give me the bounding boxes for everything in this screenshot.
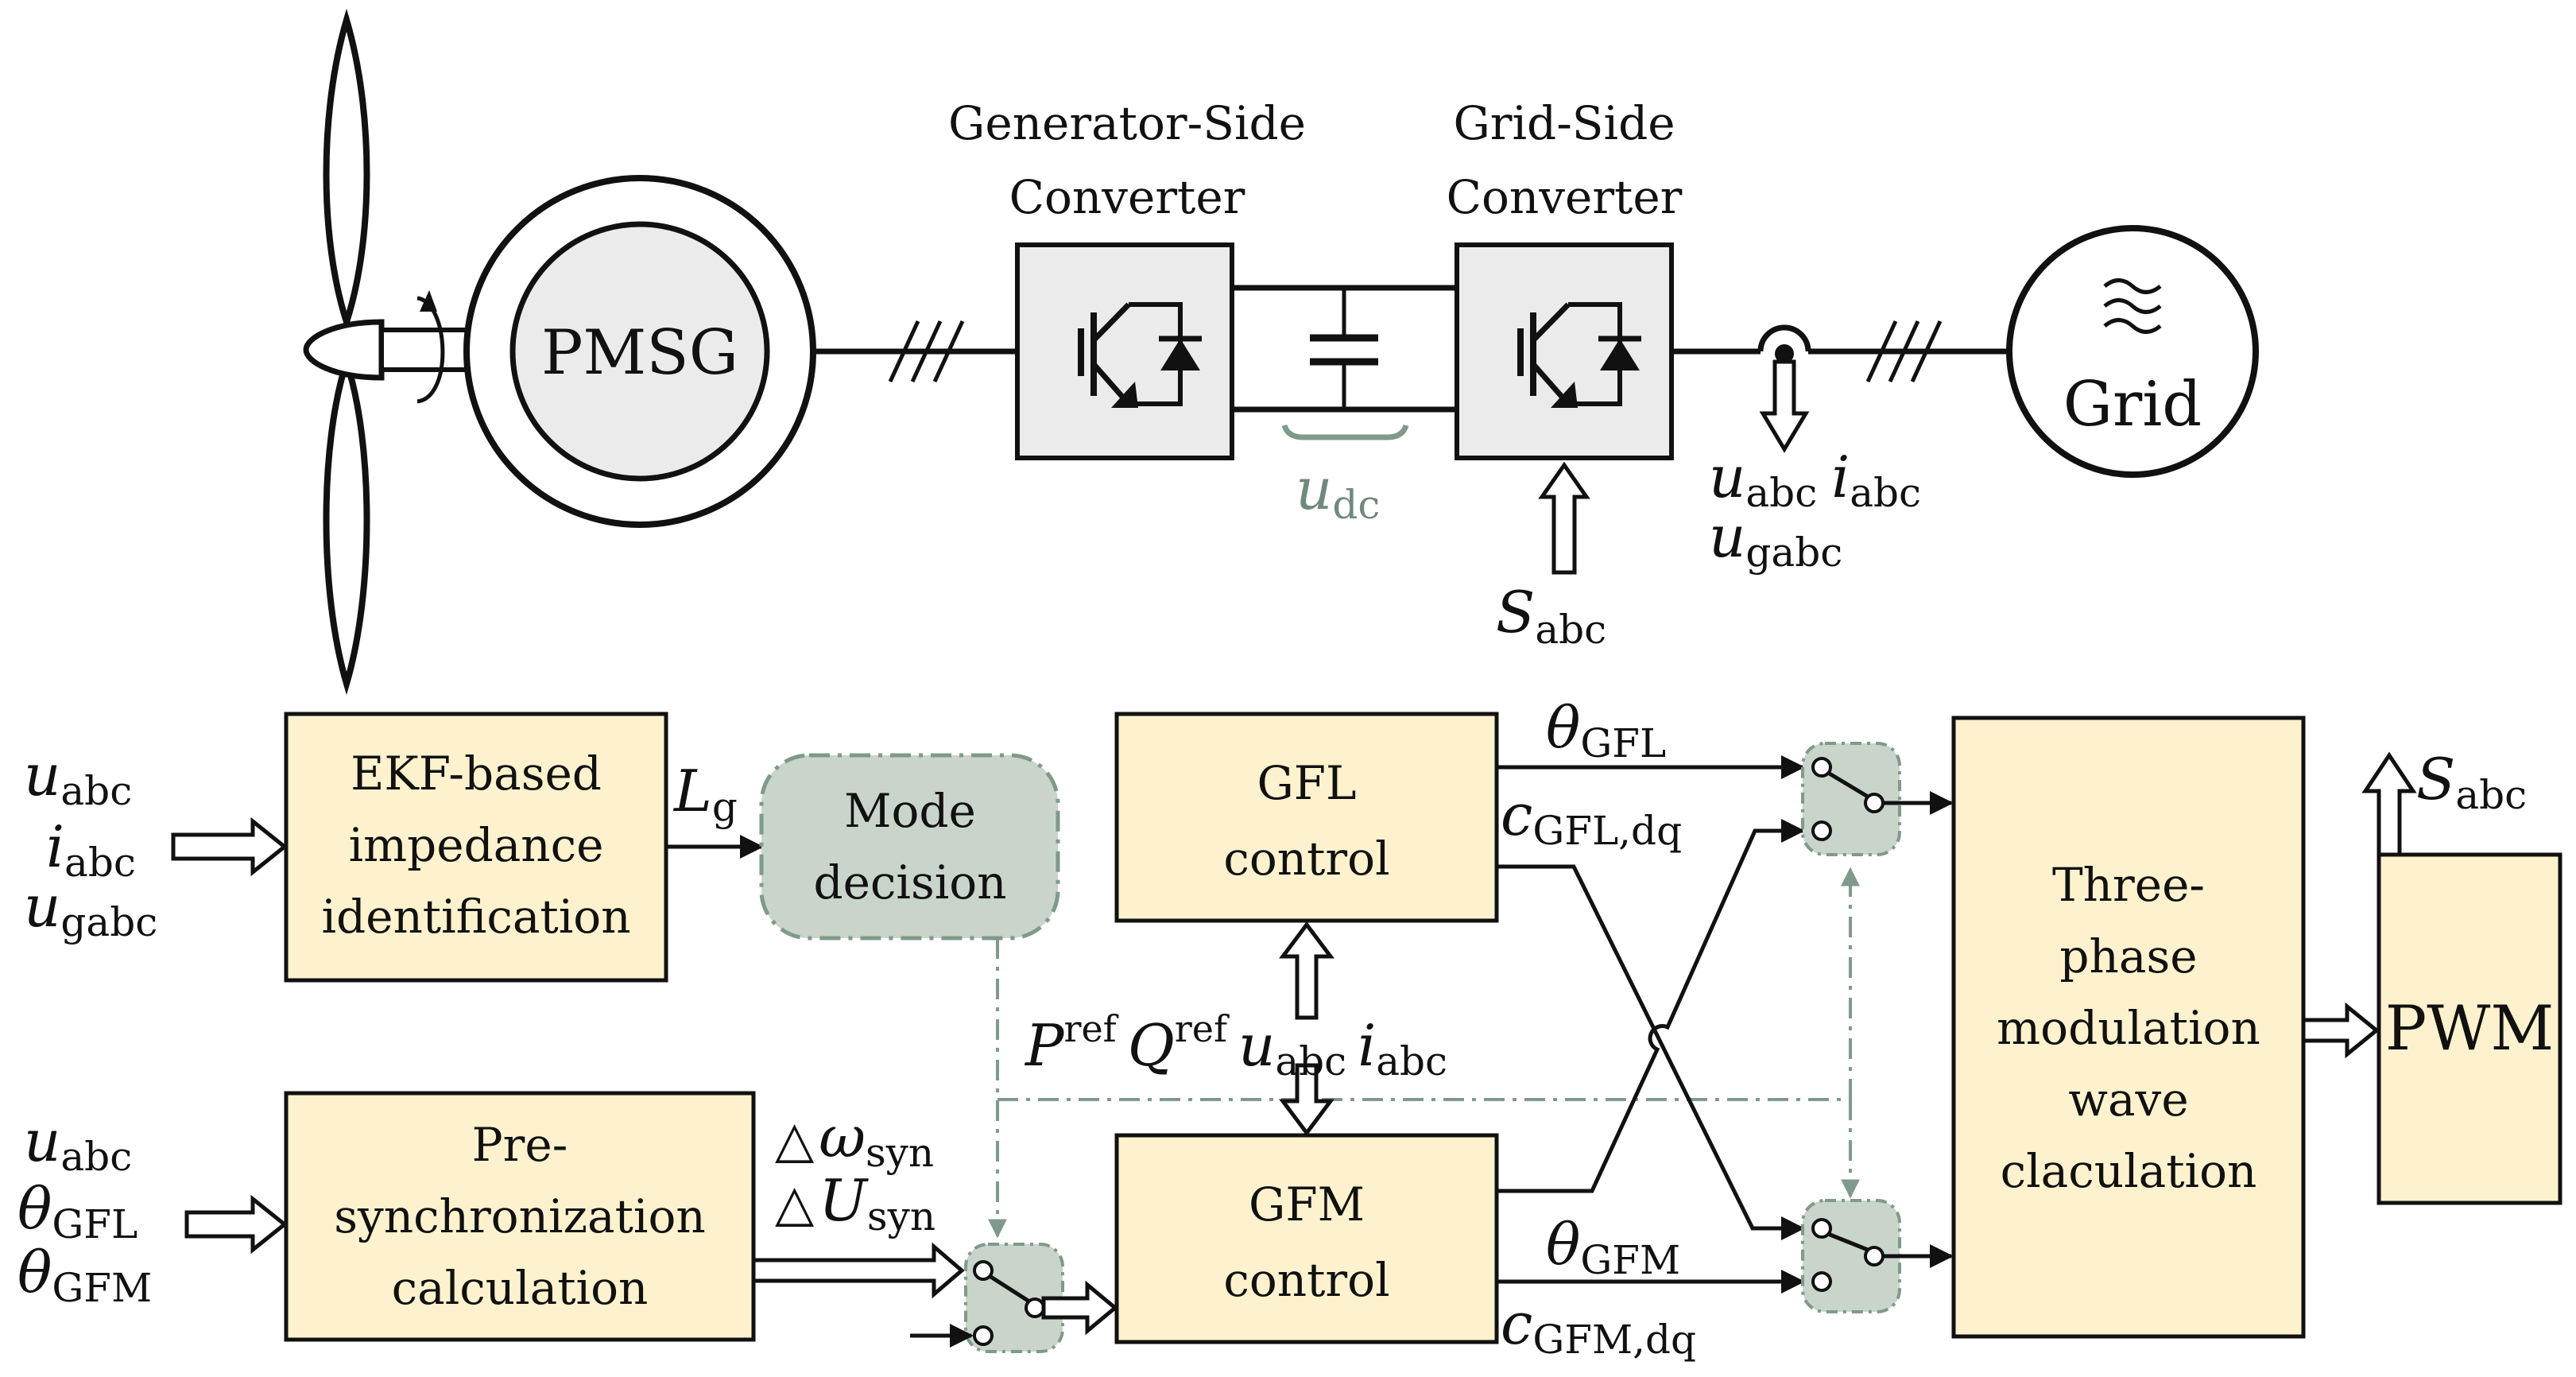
presync-block: Pre- synchronization calculation: [284, 1091, 756, 1342]
mode-decision-block: Mode decision: [759, 753, 1060, 941]
wind-turbine: [303, 8, 479, 696]
ref-arrow-down: [1279, 1063, 1334, 1137]
gfm-label-1: GFM: [1249, 1177, 1365, 1232]
grid-converter-label-1: Grid-Side: [1453, 96, 1675, 150]
dc-link: udc: [1232, 285, 1457, 528]
sabc-top-label: Sabc: [1496, 579, 1606, 653]
grid-converter-label-2: Converter: [1447, 170, 1683, 224]
mod-label-1: Three-: [2052, 858, 2205, 912]
mod-label-4: wave: [2068, 1073, 2188, 1127]
udc-label: udc: [1296, 456, 1380, 528]
gfl-control-block: GFL control: [1114, 712, 1499, 923]
presync-in-theta-gfm: θGFM: [17, 1239, 152, 1311]
c-gfl-label: cGFL,dq: [1501, 782, 1682, 854]
d-omega-label: △ωsyn: [775, 1104, 934, 1176]
presync-input-arrow: [184, 1194, 289, 1255]
presync-in-theta-gfl: θGFL: [17, 1175, 138, 1247]
ekf-label-3: identification: [321, 890, 630, 944]
mod-label-5: claculation: [2001, 1144, 2257, 1198]
gfm-selector-switch: [1801, 1199, 1901, 1313]
presync-in-u: uabc: [24, 1107, 132, 1180]
measurement-arrow: [1759, 359, 1810, 453]
mod-label-2: phase: [2059, 929, 2197, 983]
ekf-block: EKF-based impedance identification: [284, 712, 668, 983]
gfl-selector-switch: [1801, 742, 1901, 856]
meas-label-line2: ugabc: [1709, 503, 1842, 576]
sabc-input-arrow: [1538, 461, 1590, 575]
presync-label-1: Pre-: [472, 1118, 568, 1172]
switch-to-gfm-arrow: [1041, 1280, 1118, 1336]
mode-label-1: Mode: [844, 784, 976, 838]
sabc-output-label: Sabc: [2416, 746, 2527, 818]
ref-arrow-up: [1279, 921, 1334, 1020]
gen-converter-label-2: Converter: [1009, 170, 1245, 224]
ekf-in-u: uabc: [24, 742, 132, 814]
pmsg-machine: PMSG: [463, 175, 816, 528]
grid-side-converter: Grid-Side Converter Sabc: [1447, 96, 1683, 653]
gfl-label-1: GFL: [1257, 756, 1356, 810]
pwm-label: PWM: [2385, 993, 2555, 1065]
grid-label: Grid: [2063, 369, 2202, 440]
igbt-icon: [1517, 302, 1641, 408]
generator-side-converter: Generator-Side Converter: [948, 96, 1306, 460]
ac-line-generator: [815, 320, 1017, 383]
gfm-control-block: GFM control: [1114, 1133, 1499, 1344]
presync-label-2: synchronization: [334, 1189, 706, 1243]
igbt-icon: [1078, 302, 1202, 408]
pmsg-label: PMSG: [541, 317, 738, 389]
gfl-label-2: control: [1223, 832, 1389, 886]
ekf-label-2: impedance: [349, 818, 604, 872]
mod-label-3: modulation: [1997, 1001, 2260, 1055]
theta-gfm-label: θGFM: [1546, 1211, 1680, 1283]
d-u-label: △Usyn: [775, 1167, 935, 1239]
ekf-in-i: iabc: [46, 813, 136, 886]
modulation-block: Three- phase modulation wave claculation: [1951, 716, 2306, 1339]
mode-label-2: decision: [813, 855, 1006, 910]
lg-label: Lg: [672, 758, 738, 830]
modulation-to-pwm-arrow: [2301, 1002, 2380, 1059]
ac-wave-icon: [2103, 278, 2162, 334]
c-gfm-label: cGFM,dq: [1501, 1290, 1696, 1363]
pwm-output-arrow: [2361, 751, 2417, 857]
ekf-label-1: EKF-based: [351, 747, 602, 801]
pwm-block: PWM: [2377, 852, 2562, 1205]
gen-converter-label-1: Generator-Side: [948, 96, 1306, 150]
gfm-label-2: control: [1223, 1253, 1389, 1307]
grid-source: Grid: [2006, 225, 2259, 478]
presync-output-arrow: [751, 1242, 965, 1299]
theta-gfl-label: θGFL: [1546, 694, 1666, 766]
ekf-input-arrow: [171, 817, 289, 877]
ekf-in-ug: ugabc: [24, 873, 157, 945]
presync-label-3: calculation: [392, 1261, 649, 1315]
